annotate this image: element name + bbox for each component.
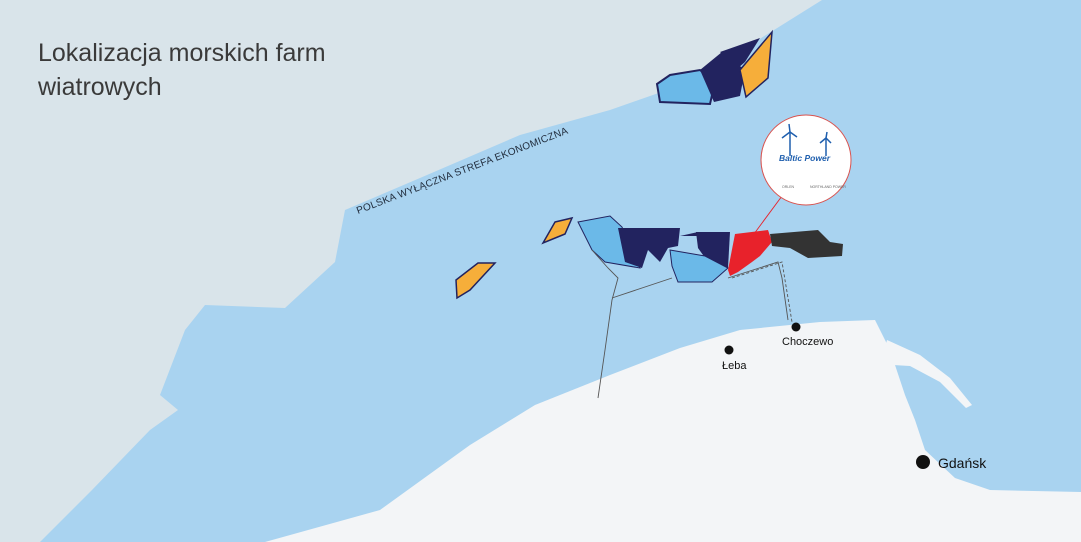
farm-north-dark-1 [700,52,745,102]
farm-west-orange-1 [541,216,574,245]
city-marker [791,322,801,332]
baltic-power-callout-line [747,195,783,243]
city-marker [724,345,734,355]
farm-west-orange-2 [455,262,497,300]
city-leba: Łeba [722,345,747,372]
baltic-power-logo-text: Baltic Power [779,153,831,163]
map-title: Lokalizacja morskich farm wiatrowych [38,39,326,101]
baltic-power-badge: Baltic Power ORLEN NORTHLAND POWER [760,114,852,206]
city-marker [916,455,930,469]
wind-turbine-icon [781,123,798,156]
wind-turbine-icon [819,131,832,156]
farm-central-dark-1 [618,228,680,268]
partner-logo-orlen: ORLEN [782,185,795,189]
city-label: Choczewo [782,336,833,348]
polish-coastline [265,320,1081,542]
farm-baltic-power [728,230,772,276]
city-label: Łeba [722,360,747,372]
cable-routes [591,249,793,399]
farm-east-dark-grey [770,230,843,258]
farm-central-light-2 [669,249,729,283]
partner-logo-northland: NORTHLAND POWER [810,185,846,189]
farm-central-dark-3 [696,232,730,268]
city-gdansk: Gdańsk [916,455,987,471]
farm-north-dark-2 [720,38,760,68]
city-choczewo: Choczewo [782,322,833,348]
farm-north-orange-1 [739,29,773,99]
city-label: Gdańsk [938,455,987,471]
hel-peninsula [882,340,972,408]
